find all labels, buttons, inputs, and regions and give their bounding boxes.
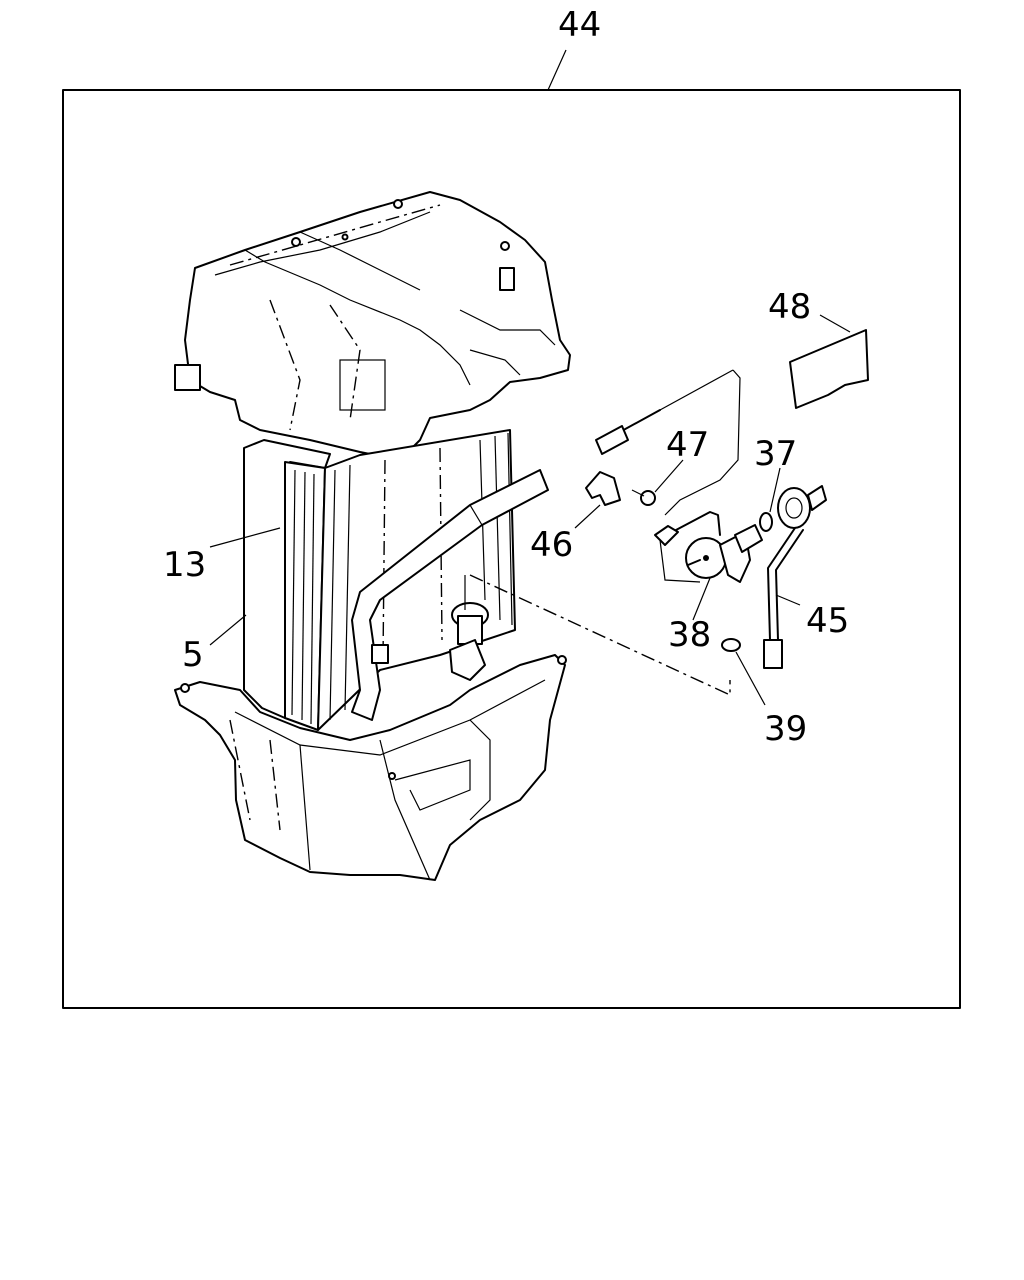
callout-44: 44 (558, 5, 601, 45)
temperature-probe (595, 369, 734, 455)
hvac-unit-drawing (174, 191, 741, 881)
callout-39: 39 (764, 709, 807, 749)
callout-37: 37 (754, 434, 797, 474)
callout-48: 48 (768, 287, 811, 327)
diagram-frame (62, 89, 961, 1009)
callout-38: 38 (668, 615, 711, 655)
insulator-pad-48 (789, 329, 869, 409)
screw-47 (631, 489, 656, 506)
callout-47: 47 (666, 425, 709, 465)
callout-5: 5 (182, 635, 204, 675)
callout-45: 45 (806, 601, 849, 641)
clip-46 (585, 471, 621, 506)
expansion-valve-38 (654, 511, 763, 583)
callout-13: 13 (163, 545, 206, 585)
leader-lines (209, 49, 851, 706)
callout-46: 46 (530, 525, 573, 565)
o-ring-37 (759, 487, 811, 532)
o-ring-39 (721, 638, 741, 652)
pipe-45 (763, 485, 827, 669)
